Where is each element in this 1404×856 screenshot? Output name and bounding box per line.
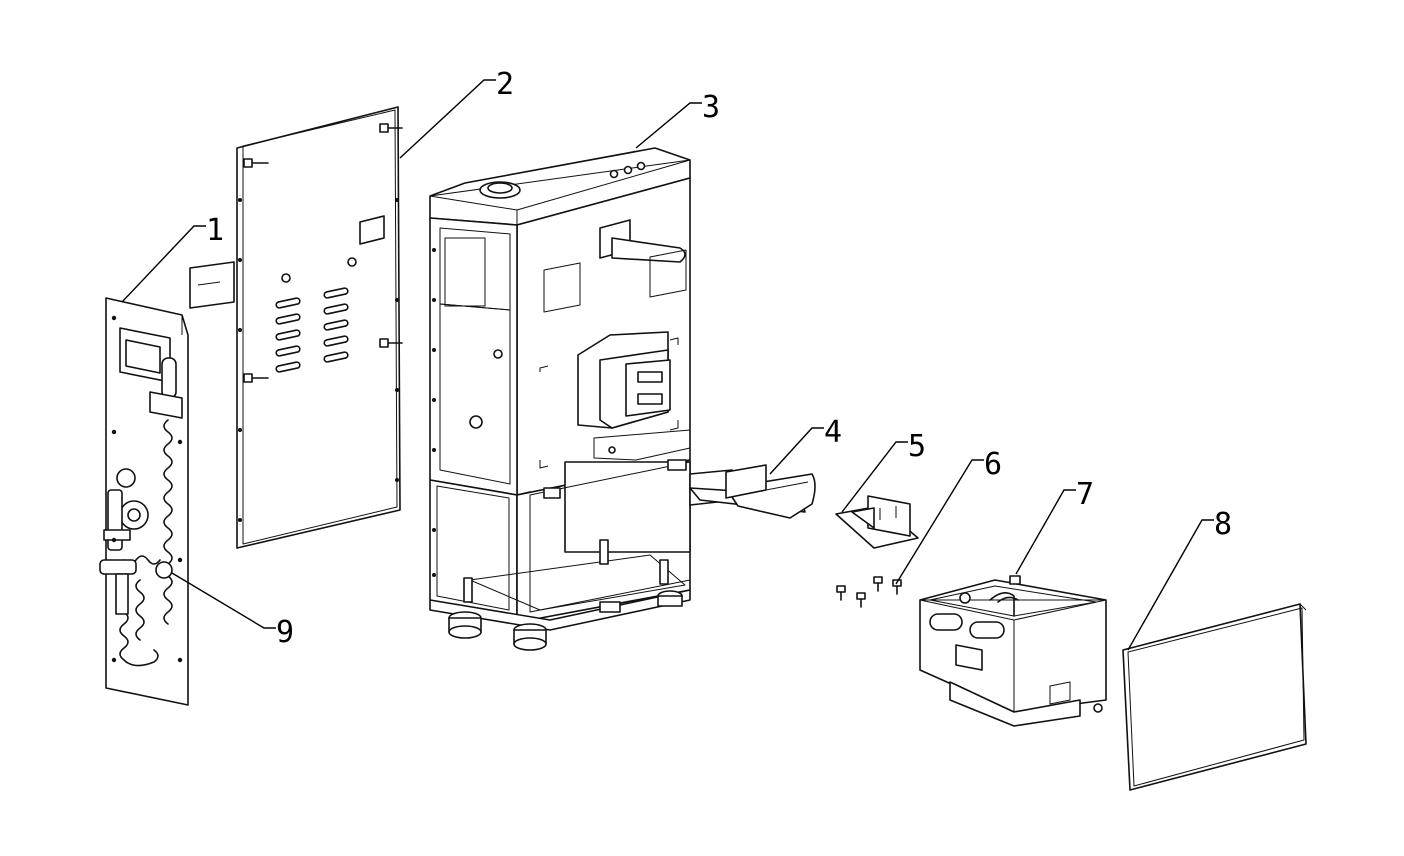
part-4-drip-tray [689, 464, 816, 519]
part-2-side-panel [189, 106, 403, 549]
callout-5: 5 [908, 429, 926, 464]
part-7-water-tank [919, 575, 1107, 727]
callout-9: 9 [276, 615, 294, 650]
part-6-screws [836, 576, 902, 608]
part-1-front-panel [99, 297, 189, 706]
callout-3: 3 [702, 90, 720, 125]
callout-labels: 1 2 3 4 5 6 7 8 9 [206, 67, 1232, 650]
callout-7: 7 [1076, 477, 1094, 512]
callout-leaders [121, 79, 1214, 651]
part-3-main-frame [429, 147, 691, 651]
callout-1: 1 [206, 213, 224, 248]
part-8-back-panel [1122, 603, 1307, 791]
callout-8: 8 [1214, 507, 1232, 542]
callout-6: 6 [984, 447, 1002, 482]
callout-4: 4 [824, 415, 842, 450]
part-5-bracket [835, 495, 919, 549]
callout-2: 2 [496, 67, 514, 102]
